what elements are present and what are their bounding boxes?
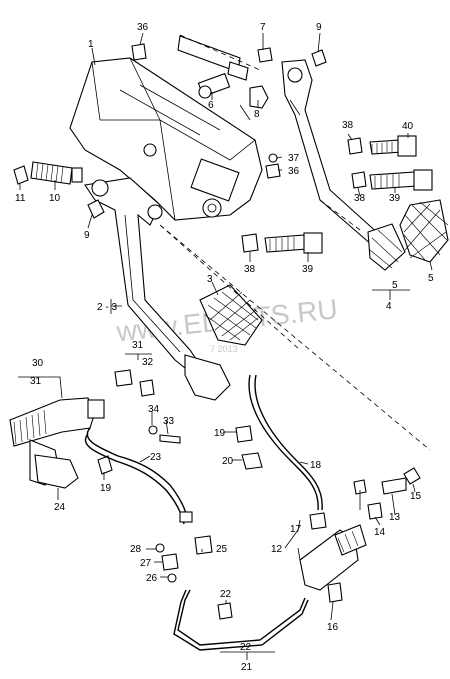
clip-9-upper [311,49,327,67]
washer-26 [167,573,177,583]
callout-20: 20 [222,456,234,467]
switch-39-upper [351,169,433,191]
callout-33: 33 [163,416,175,427]
callout-38-c: 38 [244,264,256,275]
callout-27: 27 [140,558,152,569]
callout-39-upper: 39 [389,193,401,204]
callout-9-left: 9 [84,230,90,241]
callout-22-upper: 22 [220,589,232,600]
switch-39-lower [241,232,323,254]
dashed-link-2 [159,224,301,351]
dashed-link-4 [179,34,261,71]
clip-7-assembly [177,35,273,81]
callout-8: 8 [254,109,260,120]
clip-22-upper [217,602,233,620]
bracket-25 [194,535,213,555]
callout-31-left: 31 [30,376,42,387]
callout-7: 7 [260,22,266,33]
dashed-link-1 [159,224,431,451]
nut-36-lower [265,163,281,179]
washer-28 [155,543,165,553]
callout-17: 17 [290,524,302,535]
clip-12-top [353,479,367,495]
callout-38-b: 38 [354,193,366,204]
master-cylinder-12 [299,512,367,603]
pipe-21 [177,589,306,646]
callout-31-right: 31 [132,340,144,351]
callout-6: 6 [208,100,214,111]
washer-37 [268,153,278,163]
callout-24: 24 [54,502,66,513]
callout-5-a: 5 [392,280,398,291]
clip-11 [13,165,29,185]
washer-34 [148,425,158,435]
grommet-19-left [97,455,113,475]
bolt-33 [159,434,181,444]
callout-14: 14 [374,527,386,538]
clutch-pedal-arm [84,177,231,401]
callout-3: 3 [207,274,213,285]
cap-32 [139,379,155,397]
clip-8 [249,85,269,109]
bleeder-valve-31 [114,369,133,387]
callout-37: 37 [288,153,300,164]
callout-15: 15 [410,491,422,502]
clip-19-right [235,425,253,443]
callout-13: 13 [389,512,401,523]
callout-12: 12 [271,544,283,555]
callout-9-top: 9 [316,22,322,33]
nut-36-upper [131,43,147,61]
callout-34: 34 [148,404,160,415]
bracket-24 [34,454,79,489]
pedal-pad-3 [199,284,263,346]
callout-4: 4 [386,301,392,312]
callout-21: 21 [241,662,253,673]
callout-22-lower: 22 [240,642,252,653]
brake-light-switch-40 [347,135,417,157]
bushing-6 [197,72,231,99]
clip-20 [241,452,263,470]
over-center-spring-10 [30,161,83,185]
callout-16: 16 [327,622,339,633]
pushrod-13 [381,477,407,495]
seal-14 [367,502,383,520]
callout-23: 23 [150,452,162,463]
callout-28: 28 [130,544,142,555]
callout-32: 32 [142,357,154,368]
watermark-date: 7 2013 [210,344,238,354]
callout-labels: 1 36 7 9 6 8 37 36 38 40 38 39 38 39 11 … [15,22,434,673]
callout-30: 30 [32,358,44,369]
callout-36-top: 36 [137,22,149,33]
callout-26: 26 [146,573,158,584]
brake-pedal-pad-large [399,199,449,263]
clip-9-left [87,199,105,219]
callout-5-b: 5 [428,273,434,284]
callout-36-mid: 36 [288,166,300,177]
callout-11: 11 [15,193,26,204]
brake-pedal-pad-small [367,223,406,271]
callout-19-right: 19 [214,428,226,439]
callout-2-3: 2 - 3 [97,302,117,313]
hose-23 [86,427,189,521]
leader-lines [18,32,433,660]
pedal-bracket-assembly [69,57,263,221]
callout-38-a: 38 [342,120,354,131]
callout-19-left: 19 [100,483,112,494]
pin-15 [403,467,421,485]
callout-25: 25 [216,544,228,555]
callout-39-lower: 39 [302,264,314,275]
callout-40: 40 [402,121,414,132]
callout-1: 1 [88,39,94,50]
callout-18: 18 [310,460,322,471]
callout-10: 10 [49,193,61,204]
union-27 [161,553,179,571]
hose-fitting-23 [179,511,193,523]
line-18 [248,374,319,511]
